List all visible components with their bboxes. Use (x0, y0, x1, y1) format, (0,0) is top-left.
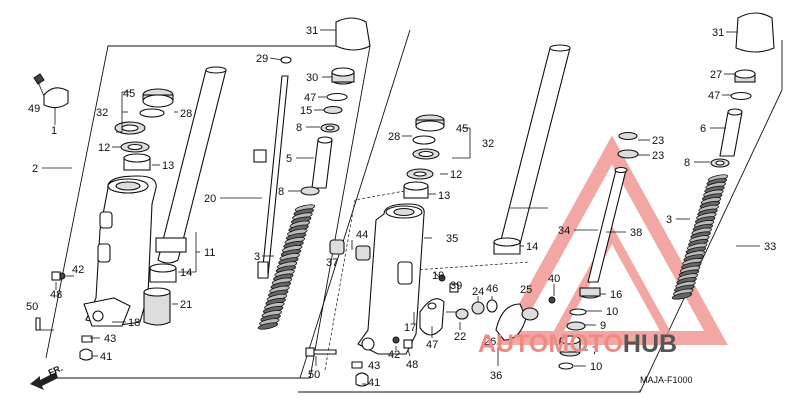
part-cover-31-right (735, 12, 775, 53)
part-clamp-1 (43, 87, 69, 109)
callout-29: 29 (256, 53, 268, 65)
callout-7: 7 (592, 345, 598, 357)
part-bolt-50 (311, 349, 337, 355)
direction-label: FR. (47, 363, 64, 378)
callout-20: 20 (204, 193, 216, 205)
sub-frame-right (414, 261, 531, 271)
callout-25: 25 (520, 284, 532, 296)
callout-9: 9 (600, 320, 606, 332)
callout-32-mid: 32 (482, 138, 494, 150)
callout-5: 5 (286, 153, 292, 165)
callout-6: 6 (700, 123, 706, 135)
callout-37: 37 (326, 257, 338, 269)
callout-1: 1 (51, 125, 57, 137)
callout-36: 36 (490, 370, 502, 382)
callout-40: 40 (548, 273, 560, 285)
callout-47-mid: 47 (426, 339, 438, 351)
callout-45-left: 45 (123, 88, 135, 100)
part-spacer-6 (719, 111, 743, 157)
diagram-code: MAJA-F1000 (640, 375, 693, 385)
callout-47-right: 47 (708, 90, 720, 102)
callout-42-left: 42 (72, 264, 84, 276)
callout-13-left: 13 (162, 160, 174, 172)
callout-28-mid: 28 (388, 131, 400, 143)
part-clip-28 (139, 108, 165, 118)
part-fork-tube-mid (499, 44, 571, 248)
callout-13-mid: 13 (438, 190, 450, 202)
callout-50-left: 50 (26, 301, 38, 313)
callout-24: 24 (472, 286, 484, 298)
callout-16: 16 (610, 289, 622, 301)
callout-26: 26 (484, 336, 496, 348)
mid-frame (299, 29, 411, 379)
callout-8-left-top: 8 (296, 122, 302, 134)
callout-48-left: 48 (50, 289, 62, 301)
callout-48-mid: 48 (406, 359, 418, 371)
callout-19: 19 (432, 270, 444, 282)
part-cover-31 (335, 17, 371, 51)
callout-27: 27 (710, 69, 722, 81)
watermark-part1: AUTOMOTO (478, 330, 623, 358)
callout-32-left: 32 (96, 107, 108, 119)
callout-35: 35 (446, 233, 458, 245)
callout-17: 17 (404, 322, 416, 334)
watermark-part2: HUB (623, 330, 677, 358)
callout-23-upper: 23 (652, 135, 664, 147)
callout-39: 39 (450, 280, 462, 292)
callout-47-left: 47 (304, 92, 316, 104)
part-spacer-5 (311, 139, 333, 189)
callout-50-mid: 50 (308, 369, 320, 381)
part-slider-mid (357, 203, 425, 355)
callout-43-mid: 43 (368, 360, 380, 372)
callout-49: 49 (28, 103, 40, 115)
callout-12-mid: 12 (450, 169, 462, 181)
callout-44: 44 (356, 229, 368, 241)
part-spring-left (257, 204, 316, 330)
callout-21: 21 (180, 299, 192, 311)
callout-41-left: 41 (100, 351, 112, 363)
callout-38: 38 (630, 227, 642, 239)
callout-8-right: 8 (684, 157, 690, 169)
mid-frame-right (298, 390, 641, 393)
part-gasket-47 (419, 298, 445, 336)
callout-22: 22 (454, 331, 466, 343)
callout-14-mid: 14 (526, 241, 538, 253)
callout-14-left: 14 (180, 267, 192, 279)
callout-10-lower: 10 (590, 361, 602, 373)
callout-10-upper: 10 (606, 306, 618, 318)
watermark-text: AUTOMOTOHUB (478, 330, 677, 358)
sub-frame-left (324, 189, 411, 371)
callout-46: 46 (486, 283, 498, 295)
callout-12-left: 12 (98, 142, 110, 154)
part-bush-37 (329, 239, 345, 255)
callout-42-mid: 42 (388, 349, 400, 361)
callout-11: 11 (204, 247, 215, 259)
callout-31-left: 31 (306, 25, 318, 37)
callout-28-left: 28 (180, 108, 192, 120)
part-spring-right (671, 174, 729, 300)
callout-3-right: 3 (666, 214, 672, 226)
fr-arrow-icon (30, 372, 58, 390)
callout-45-mid: 45 (456, 123, 468, 135)
callout-18: 18 (128, 317, 140, 329)
callout-33: 33 (764, 241, 776, 253)
callout-41-mid: 41 (368, 377, 380, 389)
callout-30: 30 (306, 72, 318, 84)
callout-34: 34 (558, 225, 570, 237)
callout-2: 2 (32, 163, 38, 175)
callout-15: 15 (300, 105, 312, 117)
watermark-logo (496, 135, 728, 345)
callout-31-right: 31 (712, 27, 724, 39)
callout-3-left: 3 (254, 251, 260, 263)
callout-8-left-bottom: 8 (278, 186, 284, 198)
callout-43-left: 43 (104, 333, 116, 345)
callout-23-lower: 23 (652, 150, 664, 162)
